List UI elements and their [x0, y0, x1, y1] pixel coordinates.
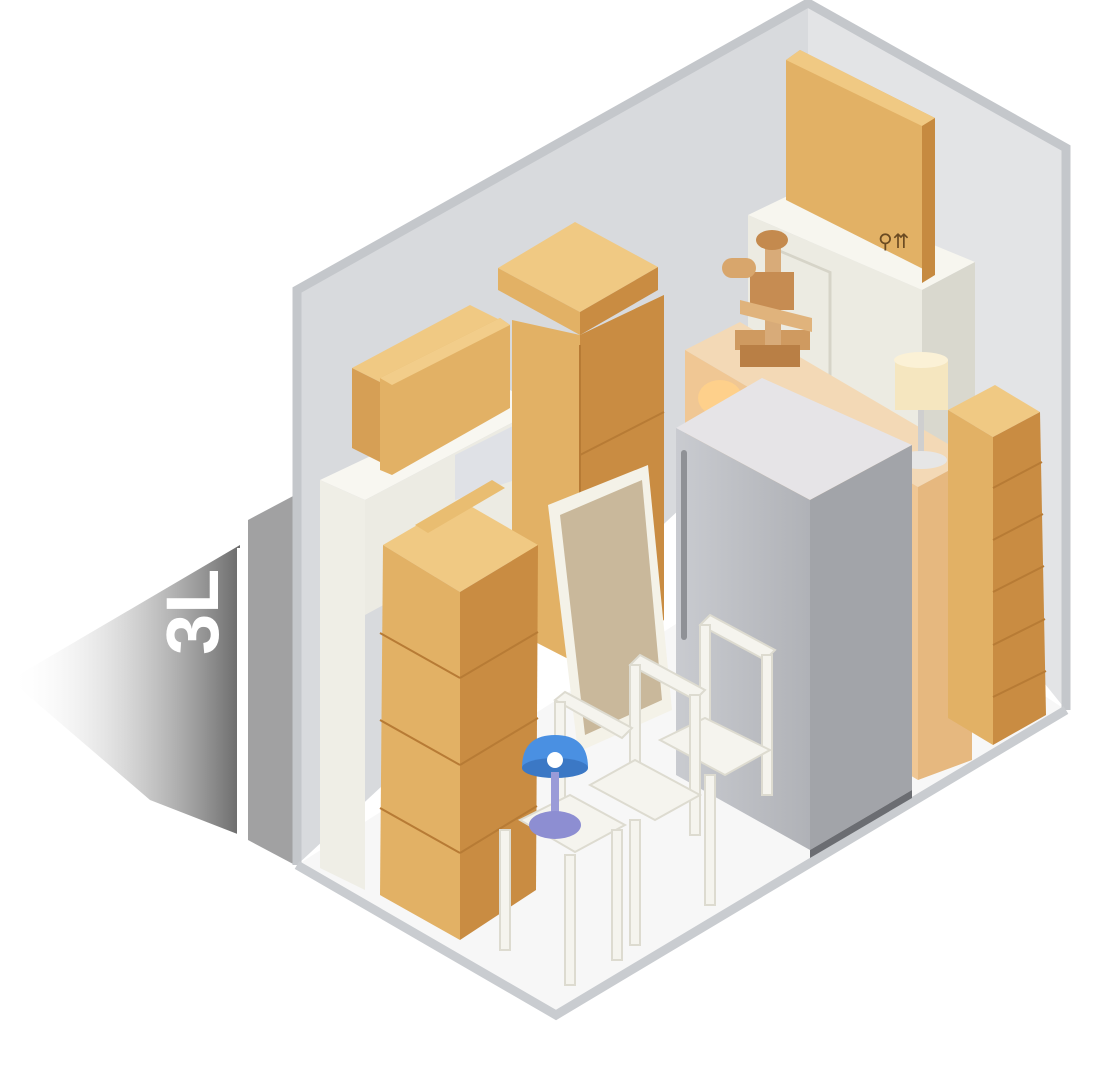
front-left-box-stack [379, 480, 539, 940]
height-dimension-marker: 3L [151, 548, 246, 838]
unit-shadow [10, 495, 295, 865]
flat-boxes-pair [352, 305, 510, 475]
right-box-stack [948, 385, 1047, 745]
cat-tree [722, 230, 812, 367]
dimension-label: 3L [151, 569, 234, 655]
blue-table-lamp [522, 735, 588, 839]
svg-text:⚲⇈: ⚲⇈ [878, 229, 909, 253]
flat-box-large: ⚲⇈ [786, 50, 935, 283]
